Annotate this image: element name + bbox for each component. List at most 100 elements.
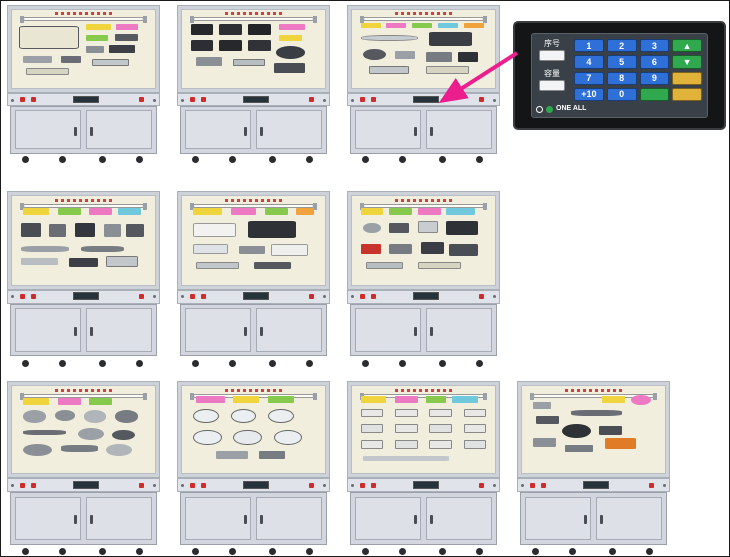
board-title [394,198,453,202]
power-button [200,482,206,488]
board-item [463,408,487,418]
board-item [233,58,265,67]
cabinet-base [350,303,497,357]
screw-dot [322,483,326,487]
board-frame [7,5,160,94]
caster-wheel [229,548,237,555]
keypad-value-box [539,50,565,61]
keypad-button: 1 [574,39,604,53]
lcd-display [72,96,99,103]
control-strip [347,478,500,493]
caster-wheel [438,548,446,555]
keypad-label: 容量 [544,69,560,78]
power-button [20,97,26,103]
control-strip [177,289,330,304]
caster-wheel [59,156,67,163]
board-item [264,208,288,216]
power-button [370,293,376,299]
keypad-button [672,71,702,85]
cabinet-board [11,385,156,475]
cabinet-door [255,110,322,150]
caster-wheel [98,548,106,555]
control-strip [177,93,330,107]
one-all-text: ONE ALL [556,105,587,112]
board-item [429,408,453,418]
board-title [224,198,283,202]
caster-wheel [268,360,276,367]
board-item [429,31,473,47]
board-item [57,208,81,216]
tube-cap-right [313,203,318,211]
keypad-button: 7 [574,71,604,85]
caster-wheel [98,156,106,163]
control-strip [517,478,670,493]
caster-wheel [475,156,483,163]
cabinet-door [425,110,492,150]
caster-wheel [645,548,653,555]
cabinet-board [351,9,496,90]
cabinet-board [351,385,496,475]
board-item [247,220,297,239]
cabinet [517,381,670,555]
lcd-display [412,292,439,301]
cabinet-door [595,496,662,541]
board-item [23,55,53,63]
cabinet [7,5,160,163]
cabinet-door [15,308,82,352]
keypad-button: 6 [639,55,670,69]
board-item [219,24,243,36]
door-handle [74,515,78,525]
tube-cap-right [483,392,488,400]
cabinet-board [181,385,326,475]
board-item [449,243,478,257]
door-handle [259,326,263,336]
board-item [360,243,381,254]
tube-cap-left [189,203,194,211]
board-item [83,410,107,423]
tube-cap-right [143,203,148,211]
board-item [463,22,484,29]
door-handle [259,515,263,525]
board-item [394,50,415,59]
board-item [193,243,228,255]
board-item [412,22,433,29]
board-frame [347,191,500,290]
caster-wheel [438,360,446,367]
cabinet-board [521,385,666,475]
board-item [267,408,294,423]
board-item [394,408,418,418]
tube-cap-left [19,392,24,400]
keypad-button [639,87,670,101]
screw-dot [152,98,156,102]
fluorescent-tube [363,17,484,22]
power-button [138,293,144,299]
screw-dot [152,483,156,487]
caster-wheel [135,548,143,555]
screw-dot [11,295,15,299]
fluorescent-tube [23,393,144,398]
board-item [92,58,130,67]
caster-wheel [475,548,483,555]
power-button [478,482,484,488]
power-button [200,97,206,103]
screw-dot [11,98,15,102]
caster-wheel [192,548,200,555]
caster-wheel [135,360,143,367]
board-item [196,396,225,404]
caster-wheel [98,360,106,367]
tube-cap-right [143,392,148,400]
keypad-button: ▲ [672,39,702,53]
board-item [86,46,104,54]
power-button [20,293,26,299]
power-button [190,482,196,488]
fluorescent-tube [363,393,484,398]
board-item [360,208,384,216]
board-item [389,243,413,255]
caster-wheel [475,360,483,367]
cabinet-door [355,110,422,150]
board-item [190,39,214,51]
board-item [533,438,557,448]
